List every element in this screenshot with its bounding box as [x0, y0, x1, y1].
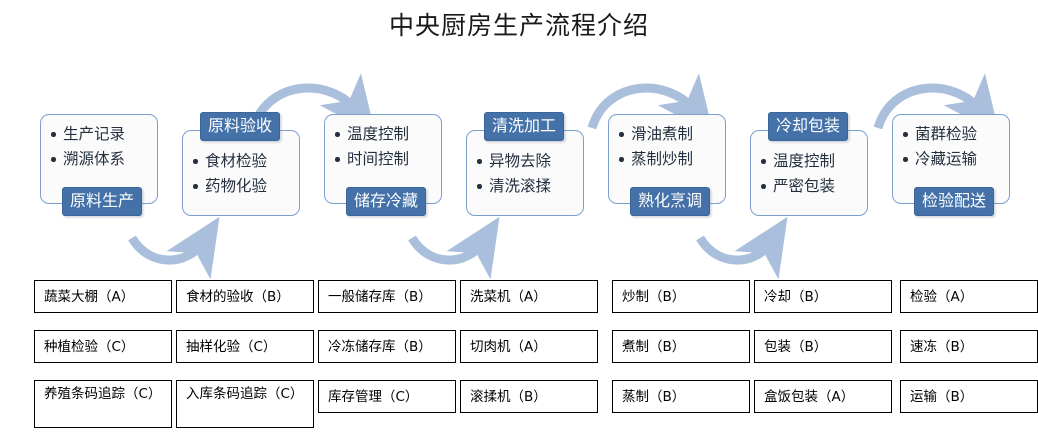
- stage-badge-label[interactable]: 检验配送: [914, 187, 995, 216]
- stage-bullet-list: 温度控制 时间控制: [334, 122, 436, 172]
- stage-bullet: 时间控制: [334, 147, 436, 172]
- item-box[interactable]: 库存管理（C）: [318, 380, 456, 413]
- item-box[interactable]: 速冻（B）: [900, 330, 1038, 363]
- stage-badge-label[interactable]: 清洗加工: [484, 112, 565, 141]
- stage-bullet: 蒸制炒制: [618, 147, 720, 172]
- stage-badge-label[interactable]: 原料生产: [62, 187, 143, 216]
- stage-card-body: 温度控制 严密包装: [750, 130, 868, 216]
- item-box[interactable]: 运输（B）: [900, 380, 1038, 413]
- stage-badge-label[interactable]: 熟化烹调: [630, 187, 711, 216]
- item-box[interactable]: 一般储存库（B）: [318, 280, 456, 313]
- stage-bullet: 生产记录: [50, 122, 152, 147]
- stage-bullet: 药物化验: [192, 174, 294, 199]
- item-box[interactable]: 盒饭包装（A）: [754, 380, 892, 413]
- stage-card-4[interactable]: 异物去除 清洗滚揉 清洗加工: [462, 112, 600, 240]
- stage-bullet-list: 温度控制 严密包装: [760, 149, 862, 199]
- stage-bullet: 异物去除: [476, 149, 578, 174]
- stage-bullet: 温度控制: [760, 149, 862, 174]
- item-box[interactable]: 炒制（B）: [612, 280, 750, 313]
- stage-bullet-list: 滑油煮制 蒸制炒制: [618, 122, 720, 172]
- stage-bullet-list: 异物去除 清洗滚揉: [476, 149, 578, 199]
- stage-card-6[interactable]: 温度控制 严密包装 冷却包装: [746, 112, 884, 240]
- item-box[interactable]: 蒸制（B）: [612, 380, 750, 413]
- item-column-1: 蔬菜大棚（A） 种植检验（C） 养殖条码追踪（C）: [34, 280, 172, 445]
- stage-bullet-list: 生产记录 溯源体系: [50, 122, 152, 172]
- item-column-7: 检验（A） 速冻（B） 运输（B）: [900, 280, 1038, 430]
- item-box[interactable]: 洗菜机（A）: [460, 280, 598, 313]
- item-box[interactable]: 种植检验（C）: [34, 330, 172, 363]
- item-column-6: 冷却（B） 包装（B） 盒饭包装（A）: [754, 280, 892, 430]
- item-box[interactable]: 滚揉机（B）: [460, 380, 598, 413]
- item-column-3: 一般储存库（B） 冷冻储存库（B） 库存管理（C）: [318, 280, 456, 430]
- item-box[interactable]: 蔬菜大棚（A）: [34, 280, 172, 313]
- stage-badge-label[interactable]: 冷却包装: [768, 112, 849, 141]
- stage-card-5[interactable]: 滑油煮制 蒸制炒制 熟化烹调: [604, 112, 742, 240]
- stage-bullet-list: 菌群检验 冷藏运输: [902, 122, 1004, 172]
- page-title: 中央厨房生产流程介绍: [388, 11, 649, 40]
- item-box[interactable]: 冷冻储存库（B）: [318, 330, 456, 363]
- item-box[interactable]: 检验（A）: [900, 280, 1038, 313]
- stage-card-7[interactable]: 菌群检验 冷藏运输 检验配送: [888, 112, 1026, 240]
- item-column-4: 洗菜机（A） 切肉机（A） 滚揉机（B）: [460, 280, 598, 430]
- stage-bullet: 冷藏运输: [902, 147, 1004, 172]
- stage-bullet: 食材检验: [192, 149, 294, 174]
- item-box[interactable]: 食材的验收（B）: [176, 280, 314, 313]
- stage-badge-label[interactable]: 储存冷藏: [346, 187, 427, 216]
- item-box[interactable]: 煮制（B）: [612, 330, 750, 363]
- stage-card-body: 异物去除 清洗滚揉: [466, 130, 584, 216]
- items-grid: 蔬菜大棚（A） 种植检验（C） 养殖条码追踪（C） 食材的验收（B） 抽样化验（…: [0, 280, 1038, 435]
- item-box[interactable]: 切肉机（A）: [460, 330, 598, 363]
- stage-bullet: 清洗滚揉: [476, 174, 578, 199]
- stage-card-2[interactable]: 食材检验 药物化验 原料验收: [178, 112, 316, 240]
- stage-cards-row: 生产记录 溯源体系 原料生产 食材检验 药物化验 原料验收 温度控制 时间控制 …: [0, 112, 1038, 242]
- item-column-2: 食材的验收（B） 抽样化验（C） 入库条码追踪（C）: [176, 280, 314, 445]
- stage-bullet: 严密包装: [760, 174, 862, 199]
- stage-badge-label[interactable]: 原料验收: [200, 112, 281, 141]
- item-box[interactable]: 养殖条码追踪（C）: [34, 380, 172, 428]
- stage-bullet: 滑油煮制: [618, 122, 720, 147]
- stage-card-body: 食材检验 药物化验: [182, 130, 300, 216]
- item-box[interactable]: 冷却（B）: [754, 280, 892, 313]
- item-box[interactable]: 入库条码追踪（C）: [176, 380, 314, 428]
- stage-bullet: 温度控制: [334, 122, 436, 147]
- item-box[interactable]: 包装（B）: [754, 330, 892, 363]
- stage-bullet: 溯源体系: [50, 147, 152, 172]
- stage-card-3[interactable]: 温度控制 时间控制 储存冷藏: [320, 112, 458, 240]
- stage-bullet-list: 食材检验 药物化验: [192, 149, 294, 199]
- stage-bullet: 菌群检验: [902, 122, 1004, 147]
- stage-card-1[interactable]: 生产记录 溯源体系 原料生产: [36, 112, 174, 240]
- item-box[interactable]: 抽样化验（C）: [176, 330, 314, 363]
- item-column-5: 炒制（B） 煮制（B） 蒸制（B）: [612, 280, 750, 430]
